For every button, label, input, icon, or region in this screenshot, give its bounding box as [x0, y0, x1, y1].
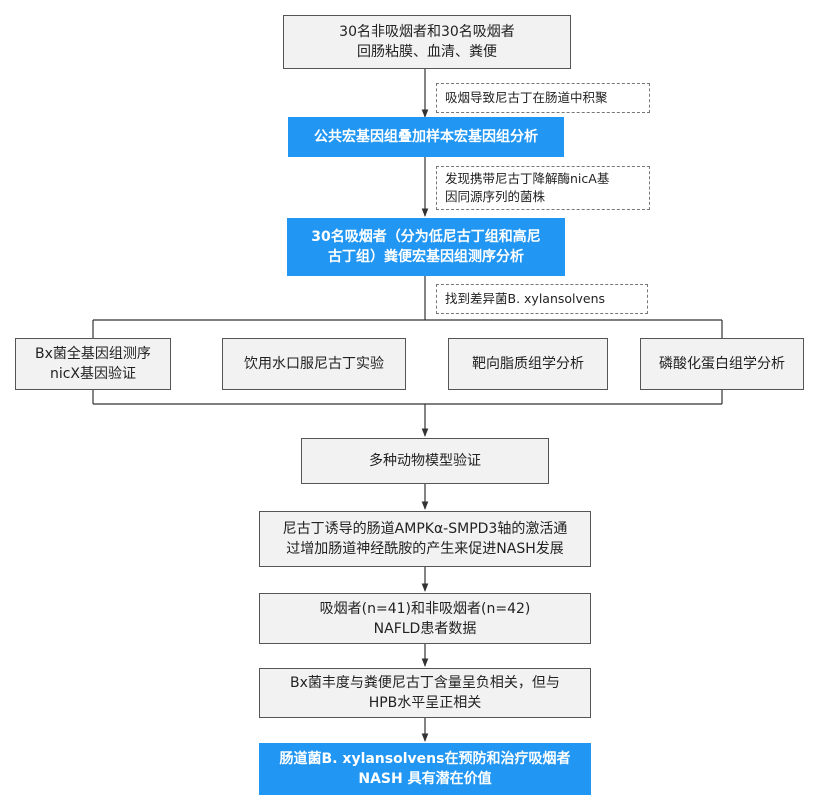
node-lipidomics: 靶向脂质组学分析	[448, 338, 608, 390]
annotation-differential-bacteria: 找到差异菌B. xylansolvens	[436, 284, 648, 314]
node-bx-genome-sequencing: Bx菌全基因组测序 nicX基因验证	[15, 338, 171, 390]
node-conclusion-text: 肠道菌B. xylansolvens在预防和治疗吸烟者 NASH 具有潜在价值	[279, 751, 571, 787]
node-fecal-sequencing: 30名吸烟者（分为低尼古丁组和高尼 古丁组）粪便宏基因组测序分析	[287, 218, 565, 276]
node-ampk-smpd3-mechanism: 尼古丁诱导的肠道AMPKα-SMPD3轴的激活通 过增加肠道神经酰胺的产生来促进…	[259, 511, 591, 567]
node-bx-genome-sequencing-text: Bx菌全基因组测序 nicX基因验证	[35, 346, 151, 382]
node-conclusion: 肠道菌B. xylansolvens在预防和治疗吸烟者 NASH 具有潜在价值	[259, 743, 591, 795]
node-bx-correlation-text: Bx菌丰度与粪便尼古丁含量呈负相关，但与 HPB水平呈正相关	[290, 675, 560, 711]
node-lipidomics-text: 靶向脂质组学分析	[472, 356, 584, 372]
node-bx-correlation: Bx菌丰度与粪便尼古丁含量呈负相关，但与 HPB水平呈正相关	[259, 668, 591, 718]
annotation-nicotine-accumulation-text: 吸烟导致尼古丁在肠道中积聚	[445, 90, 608, 105]
node-metagenomic-analysis: 公共宏基因组叠加样本宏基因组分析	[288, 117, 564, 157]
annotation-nica-strains-text: 发现携带尼古丁降解酶nicA基 因同源序列的菌株	[445, 171, 610, 204]
annotation-differential-bacteria-text: 找到差异菌B. xylansolvens	[445, 291, 606, 306]
node-oral-nicotine-experiment: 饮用水口服尼古丁实验	[222, 338, 406, 390]
node-animal-models-text: 多种动物模型验证	[369, 453, 481, 469]
node-nafld-patient-data-text: 吸烟者(n=41)和非吸烟者(n=42) NAFLD患者数据	[319, 600, 531, 637]
node-animal-models: 多种动物模型验证	[301, 438, 549, 484]
node-nafld-patient-data: 吸烟者(n=41)和非吸烟者(n=42) NAFLD患者数据	[259, 593, 591, 644]
annotation-nica-strains: 发现携带尼古丁降解酶nicA基 因同源序列的菌株	[436, 166, 650, 210]
annotation-nicotine-accumulation: 吸烟导致尼古丁在肠道中积聚	[436, 83, 650, 113]
node-metagenomic-analysis-text: 公共宏基因组叠加样本宏基因组分析	[314, 129, 538, 145]
node-fecal-sequencing-text: 30名吸烟者（分为低尼古丁组和高尼 古丁组）粪便宏基因组测序分析	[311, 229, 541, 265]
node-phosphoproteomics-text: 磷酸化蛋白组学分析	[659, 356, 785, 372]
node-subjects-text: 30名非吸烟者和30名吸烟者 回肠粘膜、血清、粪便	[339, 24, 515, 60]
node-phosphoproteomics: 磷酸化蛋白组学分析	[640, 338, 804, 390]
node-oral-nicotine-experiment-text: 饮用水口服尼古丁实验	[244, 356, 384, 372]
node-ampk-smpd3-mechanism-text: 尼古丁诱导的肠道AMPKα-SMPD3轴的激活通 过增加肠道神经酰胺的产生来促进…	[282, 521, 568, 557]
node-subjects: 30名非吸烟者和30名吸烟者 回肠粘膜、血清、粪便	[283, 15, 571, 69]
